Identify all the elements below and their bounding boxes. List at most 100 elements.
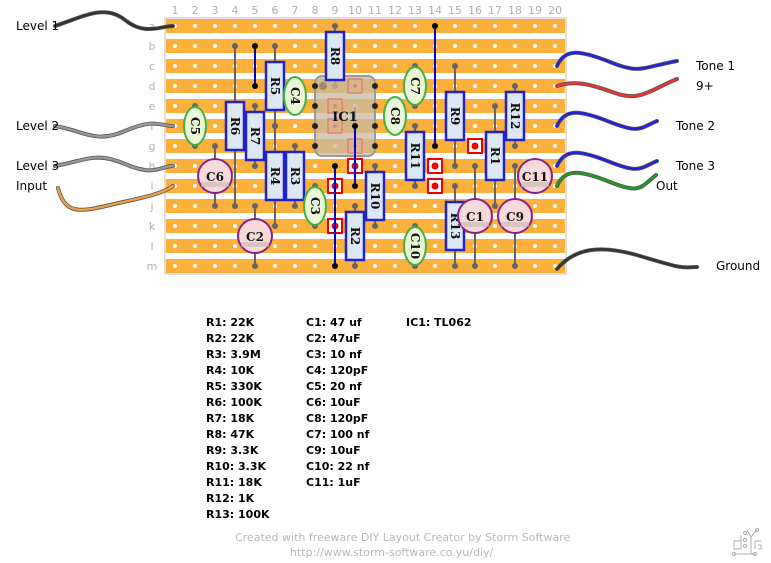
film-capacitor-c3 <box>303 186 327 226</box>
column-label: 17 <box>488 4 502 17</box>
capacitor-stripe <box>461 222 489 227</box>
credit-line-2[interactable]: http://www.storm-software.co.yu/diy/ <box>290 546 494 559</box>
hole <box>473 44 477 48</box>
hole <box>273 24 277 28</box>
hole <box>213 244 217 248</box>
hole <box>293 24 297 28</box>
jumper-end <box>432 143 438 149</box>
column-label: 3 <box>212 4 219 17</box>
elec-cap-c9-pin <box>512 163 518 169</box>
hole <box>533 64 537 68</box>
resistor-label: R10 <box>368 183 382 210</box>
capacitor-label: C11 <box>522 170 548 184</box>
hole <box>193 184 197 188</box>
hole <box>273 244 277 248</box>
wire-label-level-3: Level 3 <box>16 159 60 173</box>
resistor-r7-pin <box>252 103 258 109</box>
resistor-r12-pin <box>512 83 518 89</box>
hole <box>533 224 537 228</box>
hole <box>553 264 557 268</box>
hole <box>173 64 177 68</box>
capacitor-label: C8 <box>388 107 402 125</box>
wire-tone-1 <box>555 51 679 71</box>
resistor-label: R7 <box>248 127 262 145</box>
hole <box>453 24 457 28</box>
resistor-label: R4 <box>268 167 282 185</box>
credit-line-1: Created with freeware DIY Layout Creator… <box>235 531 571 544</box>
ic-pin <box>372 103 378 109</box>
ic-internal-cut <box>327 98 343 114</box>
hole <box>193 64 197 68</box>
ic-label: IC1 <box>332 110 357 125</box>
wire-label-level-2: Level 2 <box>16 119 60 133</box>
capacitor-stripe <box>501 222 529 227</box>
hole <box>413 204 417 208</box>
hole <box>493 24 497 28</box>
hole <box>493 84 497 88</box>
hole <box>293 64 297 68</box>
wire-9- <box>555 77 679 98</box>
strip-cut-dot <box>431 162 439 170</box>
resistor-label: R9 <box>448 107 462 125</box>
hole <box>213 104 217 108</box>
bom-capacitor-item: C11: 1uF <box>306 476 361 489</box>
hole <box>473 84 477 88</box>
resistor-r7-pin <box>252 163 258 169</box>
elec-cap-c1-pin <box>472 163 478 169</box>
row-label: d <box>149 80 156 93</box>
hole <box>353 24 357 28</box>
ic-pin <box>312 123 318 129</box>
hole <box>393 244 397 248</box>
resistor-r12-pin <box>512 143 518 149</box>
hole <box>393 64 397 68</box>
hole <box>213 84 217 88</box>
column-label: 18 <box>508 4 522 17</box>
hole <box>493 264 497 268</box>
hole <box>233 224 237 228</box>
hole <box>213 224 217 228</box>
hole <box>313 44 317 48</box>
hole <box>433 204 437 208</box>
hole <box>213 24 217 28</box>
resistor-r8-pin <box>332 23 338 29</box>
hole <box>373 24 377 28</box>
resistor-r6 <box>224 100 246 152</box>
capacitor-stripe <box>201 182 229 187</box>
wire-outline <box>56 184 175 212</box>
capacitor-label: C9 <box>506 210 524 224</box>
hole <box>213 44 217 48</box>
ic-pin1-marker <box>319 82 327 90</box>
bom-capacitor-item: C7: 100 nf <box>306 428 370 441</box>
film-capacitor-c4 <box>283 76 307 116</box>
wire-label-tone-3: Tone 3 <box>676 159 716 173</box>
strip-cut-dot <box>471 142 479 150</box>
resistor-label: R12 <box>508 103 522 130</box>
hole <box>213 124 217 128</box>
capacitor-label: C10 <box>408 233 422 259</box>
bom-capacitor-item: C2: 47uF <box>306 332 361 345</box>
hole <box>233 24 237 28</box>
hole <box>533 124 537 128</box>
hole <box>553 144 557 148</box>
ic-pin <box>312 83 318 89</box>
hole <box>393 264 397 268</box>
hole <box>173 44 177 48</box>
row-label: m <box>147 260 158 273</box>
column-label: 5 <box>252 4 259 17</box>
resistor-r10-pin <box>372 223 378 229</box>
bom-resistor-item: R9: 3.3K <box>206 444 259 457</box>
hole <box>393 224 397 228</box>
bom-resistor-item: R4: 10K <box>206 364 255 377</box>
wire-ground <box>555 248 699 271</box>
film-capacitor-c5 <box>183 106 207 146</box>
hole <box>313 64 317 68</box>
hole <box>553 244 557 248</box>
strip-b <box>166 39 565 53</box>
resistor-r12 <box>504 90 526 142</box>
hole <box>233 244 237 248</box>
capacitor-label: C3 <box>308 197 322 215</box>
hole <box>293 264 297 268</box>
hole <box>193 204 197 208</box>
wire-input <box>56 184 175 211</box>
